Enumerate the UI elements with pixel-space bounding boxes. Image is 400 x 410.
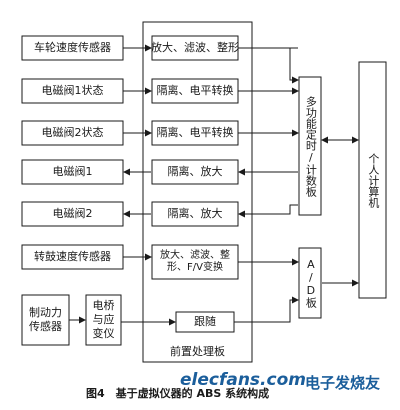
preprocess-board-frame [142, 21, 253, 363]
solenoid-2-box: 电磁阀2 [52, 207, 93, 221]
watermark-domain: elecfans.com [180, 370, 306, 390]
solenoid-1-box: 电磁阀1 [52, 165, 93, 179]
follower-box: 跟随 [194, 315, 216, 329]
wheel-speed-sensor-box: 车轮速度传感器 [34, 41, 111, 55]
counter-timer-board: 多功能定时/计数板 [304, 95, 318, 197]
ad-board: A/D板 [304, 258, 318, 308]
solenoid-2-state-box: 电磁阀2状态 [41, 126, 104, 140]
isolation-level-1-box: 隔离、电平转换 [156, 84, 234, 98]
drum-speed-sensor-box: 转鼓速度传感器 [34, 250, 111, 264]
amp-filter-fv-box: 放大、滤波、整形、F/V变换 [160, 249, 230, 274]
isolation-level-2-box: 隔离、电平转换 [156, 126, 234, 140]
isolation-amp-1-box: 隔离、放大 [167, 165, 223, 179]
solenoid-1-state-box: 电磁阀1状态 [41, 84, 104, 98]
figure-caption: 图4 基于虚拟仪器的 ABS 系统构成 [86, 387, 270, 400]
preprocess-board-label: 前置处理板 [170, 345, 225, 359]
bridge-strain-box: 电桥与应变仪 [92, 299, 115, 340]
isolation-amp-2-box: 隔离、放大 [167, 207, 223, 221]
personal-computer: 个人计算机 [366, 152, 380, 208]
amp-filter-shape-box: 放大、滤波、整形 [151, 41, 239, 55]
brake-force-sensor-box: 制动力传感器 [29, 306, 62, 333]
watermark-cn: 电子发烧友 [305, 374, 381, 392]
